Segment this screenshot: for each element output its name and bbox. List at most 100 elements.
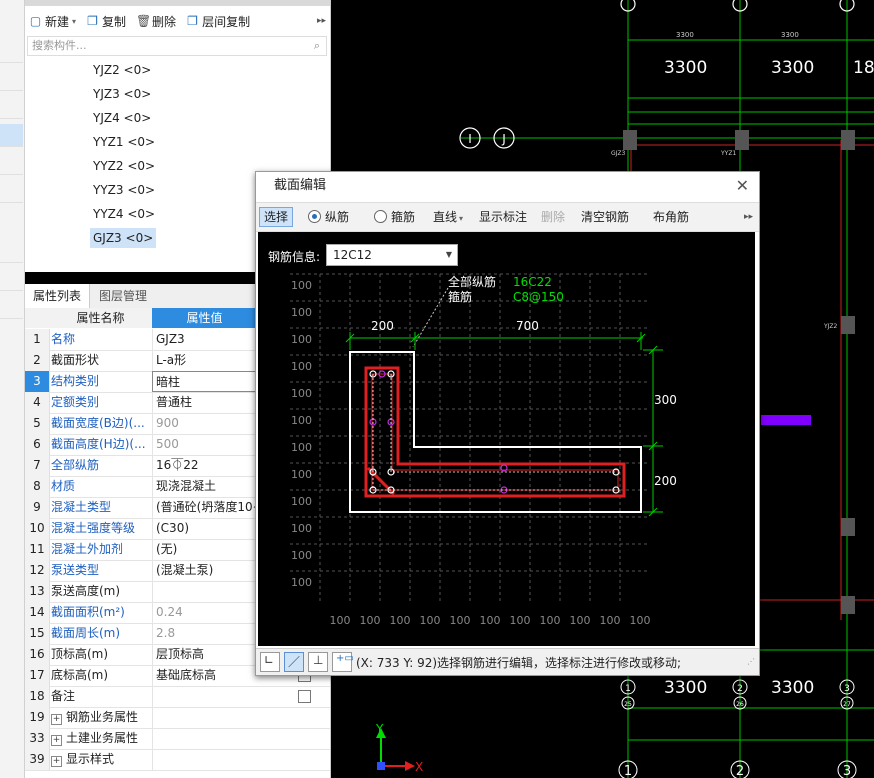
property-value[interactable]: GJZ3 <box>152 329 260 350</box>
property-row[interactable]: 39+显示样式 <box>25 749 330 771</box>
property-checkbox[interactable] <box>298 690 311 703</box>
new-button[interactable]: ▢新建▾ <box>29 13 77 29</box>
list-item[interactable]: YJZ4 <0> <box>93 111 152 125</box>
property-name-text: 土建业务属性 <box>66 731 139 745</box>
property-value[interactable]: 现浇混凝土 <box>152 476 260 497</box>
close-icon[interactable]: ✕ <box>735 176 749 195</box>
left-tab[interactable] <box>0 296 23 319</box>
more-icon[interactable]: ▸▸ <box>316 16 326 26</box>
list-item[interactable]: YYZ4 <0> <box>93 207 156 221</box>
list-item[interactable]: YJZ2 <0> <box>93 63 152 77</box>
left-tab[interactable] <box>0 180 23 203</box>
left-tab[interactable] <box>0 40 23 63</box>
rebar-dots-magenta <box>369 370 508 494</box>
property-value[interactable] <box>152 686 260 707</box>
list-item[interactable]: YYZ3 <0> <box>93 183 156 197</box>
tab-property-list[interactable]: 属性列表 <box>25 284 91 308</box>
left-tab[interactable] <box>0 68 23 91</box>
property-value[interactable]: 普通柱 <box>152 392 260 413</box>
list-item[interactable]: YJZ3 <0> <box>93 87 152 101</box>
stirrup-diagonal <box>366 466 396 496</box>
property-value[interactable]: (无) <box>152 539 260 560</box>
property-value[interactable]: 500 <box>152 434 260 455</box>
delete-button-disabled[interactable]: 删除 <box>541 210 566 224</box>
show-dims-button[interactable]: 显示标注 <box>479 210 528 224</box>
property-name: 截面宽度(B边)(... <box>51 413 173 434</box>
property-value[interactable]: (C30) <box>152 518 260 539</box>
list-item[interactable]: YYZ2 <0> <box>93 159 156 173</box>
property-name-text: 截面形状 <box>51 353 100 367</box>
chevron-down-icon[interactable]: ▾ <box>72 16 77 26</box>
tab-layer-manage[interactable]: 图层管理 <box>99 289 148 303</box>
perp-button[interactable]: ⊥ <box>308 652 328 672</box>
property-name: 截面周长(m) <box>51 623 173 644</box>
left-tab-selected[interactable] <box>0 124 23 147</box>
search-input[interactable]: 搜索构件... ⌕ <box>27 36 327 56</box>
expand-icon[interactable]: + <box>51 756 62 767</box>
line-dropdown[interactable]: 直线▾ <box>433 210 464 224</box>
line-tool-button[interactable]: ／ <box>284 652 304 672</box>
rebar-info-select[interactable]: 12C12 ▼ <box>326 244 458 266</box>
property-value[interactable]: (普通砼(坍落度10~ <box>152 497 260 518</box>
property-value[interactable]: 900 <box>152 413 260 434</box>
property-value[interactable]: 0.24 <box>152 602 260 623</box>
property-value[interactable]: L-a形 <box>152 350 260 371</box>
dialog-toolbar: 选择 纵筋 箍筋 直线▾ 显示标注 删除 清空钢筋 布角筋 ▸▸ <box>256 202 759 232</box>
expand-icon[interactable]: + <box>51 714 62 725</box>
stirrup-radio[interactable]: 箍筋 <box>374 208 415 226</box>
more-icon[interactable]: ▸▸ <box>744 212 754 222</box>
property-row[interactable]: 33+土建业务属性 <box>25 728 330 750</box>
left-tab[interactable] <box>0 268 23 291</box>
property-value[interactable]: 16⏁22 <box>152 455 260 476</box>
list-item-selected[interactable]: GJZ3 <0> <box>90 228 157 248</box>
section-edit-dialog[interactable]: 截面编辑 ✕ 选择 纵筋 箍筋 直线▾ 显示标注 删除 清空钢筋 布角筋 ▸▸ … <box>255 171 760 676</box>
delete-button[interactable]: 🗑删除 <box>136 13 177 29</box>
clear-rebar-button[interactable]: 清空钢筋 <box>581 210 630 224</box>
property-value[interactable] <box>152 707 260 728</box>
grid-label: 100 <box>291 333 312 346</box>
longitudinal-radio[interactable]: 纵筋 <box>308 208 349 226</box>
property-value[interactable]: 暗柱 <box>152 371 256 392</box>
property-name-text: 截面高度(H边)(... <box>51 437 146 451</box>
add-dim-button[interactable]: +▭ <box>332 652 354 672</box>
left-tab[interactable] <box>0 152 23 175</box>
resize-grip-icon[interactable]: ⋰ <box>747 657 755 666</box>
floor-copy-button[interactable]: ❐层间复制 <box>187 13 251 29</box>
property-value[interactable]: 层顶标高 <box>152 644 260 665</box>
left-tab[interactable] <box>0 240 23 263</box>
search-icon[interactable]: ⌕ <box>313 39 320 52</box>
property-value[interactable] <box>152 581 260 602</box>
list-item[interactable]: YYZ1 <0> <box>93 135 156 149</box>
property-value[interactable]: 基础底标高 <box>152 665 260 686</box>
property-row[interactable]: 19+钢筋业务属性 <box>25 707 330 729</box>
property-value[interactable] <box>152 728 260 749</box>
property-value[interactable] <box>152 749 260 770</box>
copy-button[interactable]: ❐复制 <box>87 13 127 29</box>
property-value[interactable]: 2.8 <box>152 623 260 644</box>
corner-rebar-button[interactable]: 布角筋 <box>653 210 690 224</box>
property-value[interactable]: (混凝土泵) <box>152 560 260 581</box>
dialog-title[interactable]: 截面编辑 <box>256 172 759 200</box>
ortho-button[interactable]: ∟ <box>260 652 280 672</box>
select-button[interactable]: 选择 <box>259 207 294 227</box>
expand-icon[interactable]: + <box>51 735 62 746</box>
left-tab[interactable] <box>0 96 23 119</box>
property-name: + 土建业务属性 <box>51 728 173 749</box>
